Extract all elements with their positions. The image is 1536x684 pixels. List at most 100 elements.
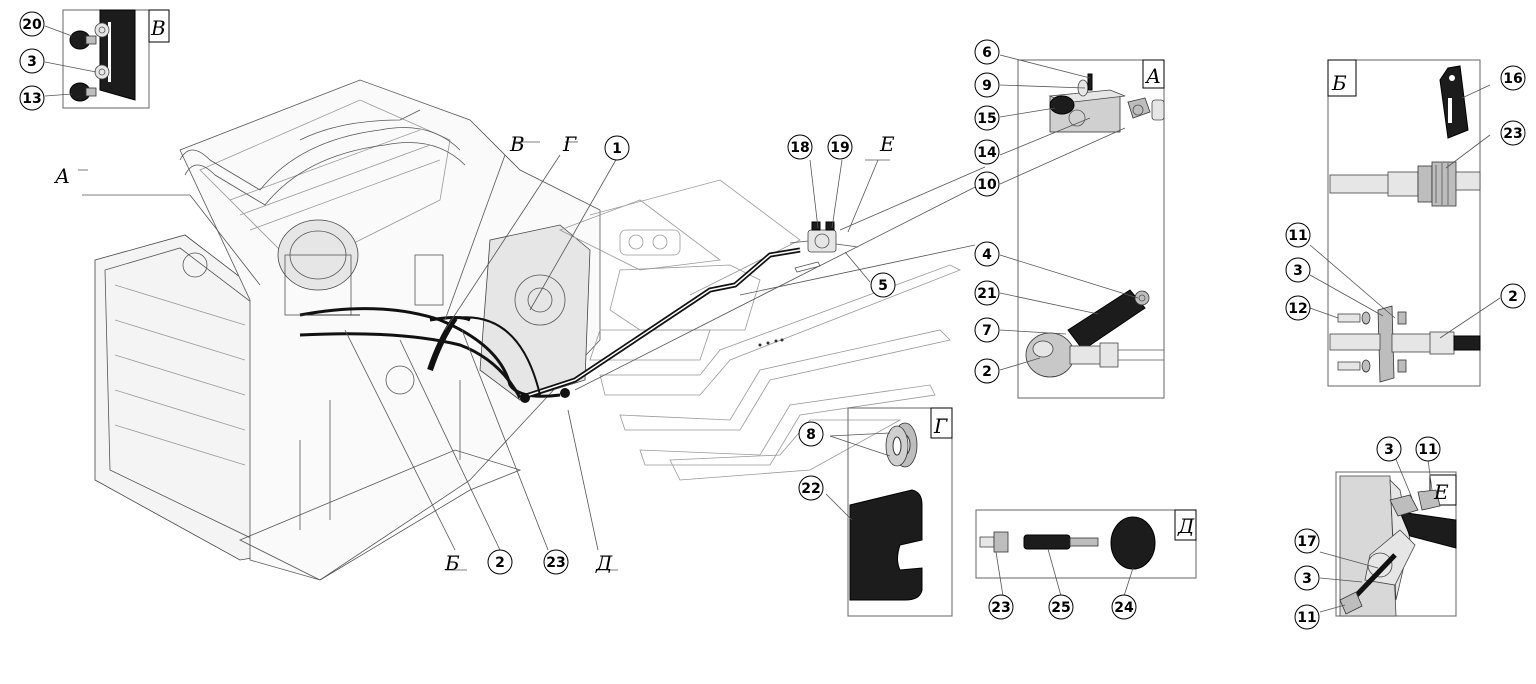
callout-inset-a-4: 10 [974, 171, 1000, 197]
callout-circle [974, 241, 1000, 267]
callout-number: 24 [1114, 600, 1134, 616]
callout-circle [19, 85, 45, 111]
callout-circle [974, 72, 1000, 98]
callout-circle [543, 549, 569, 575]
view-label-e-main: Е [879, 132, 895, 156]
callout-circle [974, 105, 1000, 131]
callout-number: 8 [806, 427, 816, 443]
callout-number: 25 [1051, 600, 1070, 616]
callout-inset-d-2: 24 [1111, 594, 1137, 620]
callout-inset-d-1: 25 [1048, 594, 1074, 620]
inset-a [999, 54, 1165, 399]
callout-inset-a-6: 21 [974, 280, 1000, 306]
inset-g [825, 407, 953, 617]
callout-number: 11 [1288, 228, 1307, 244]
callout-number: 2 [495, 555, 505, 571]
valve-assembly [789, 221, 859, 273]
callout-circle [798, 475, 824, 501]
callout-inset-e-0: 3 [1376, 436, 1402, 462]
callout-circle [787, 134, 813, 160]
callout-inset-v-2: 13 [19, 85, 45, 111]
view-label-v-inset: В [150, 16, 166, 40]
callout-inset-b-1: 23 [1500, 120, 1526, 146]
callout-valve-2: 5 [870, 272, 896, 298]
callout-number: 5 [878, 278, 888, 294]
callout-inset-b-0: 16 [1500, 65, 1526, 91]
callout-inset-v-0: 20 [19, 11, 45, 37]
callout-number: 16 [1503, 71, 1522, 87]
callout-circle [1285, 295, 1311, 321]
callout-circle [974, 358, 1000, 384]
callout-number: 12 [1288, 301, 1307, 317]
callout-circle [974, 139, 1000, 165]
callout-circle [1500, 120, 1526, 146]
callout-number: 22 [801, 481, 820, 497]
view-label-b-main: Б [444, 551, 460, 575]
callout-inset-a-5: 4 [974, 241, 1000, 267]
callout-circle [604, 135, 630, 161]
view-label-v-main: В [509, 132, 525, 156]
callout-main-0: 1 [604, 135, 630, 161]
callout-inset-b-2: 11 [1285, 222, 1311, 248]
inset-d [975, 509, 1197, 597]
callout-number: 11 [1297, 610, 1316, 626]
view-label-d-inset: Д [1177, 514, 1195, 538]
callout-inset-a-3: 14 [974, 139, 1000, 165]
view-label-a-inset: А [1144, 64, 1161, 88]
callout-circle [1048, 594, 1074, 620]
view-label-g-inset: Г [933, 414, 948, 438]
view-label-b-inset: Б [1331, 71, 1347, 95]
callout-number: 7 [982, 323, 992, 339]
callout-number: 21 [977, 286, 996, 302]
callout-inset-b-3: 3 [1285, 257, 1311, 283]
leader-lines [78, 141, 986, 571]
callout-circle [1376, 436, 1402, 462]
callout-circle [974, 317, 1000, 343]
callout-number: 1 [612, 141, 622, 157]
callout-inset-d-0: 23 [988, 594, 1014, 620]
callout-number: 15 [977, 111, 996, 127]
callout-circle [1415, 436, 1441, 462]
callout-circle [1285, 222, 1311, 248]
callout-number: 23 [991, 600, 1010, 616]
callout-inset-g-1: 22 [798, 475, 824, 501]
view-label-d-main: Д [595, 551, 613, 575]
callout-number: 3 [1384, 442, 1394, 458]
view-label-a-main: А [53, 164, 70, 188]
callout-inset-b-5: 2 [1500, 283, 1526, 309]
view-letters: А В Г Е Б Д В А Б Г Д Е [53, 16, 1449, 575]
callout-number: 6 [982, 45, 992, 61]
callout-number: 9 [982, 78, 992, 94]
callout-circle [1294, 565, 1320, 591]
callout-circle [988, 594, 1014, 620]
callout-circle [1285, 257, 1311, 283]
callout-circle [798, 421, 824, 447]
callout-number: 19 [830, 140, 849, 156]
callout-number: 2 [982, 364, 992, 380]
callout-inset-a-8: 2 [974, 358, 1000, 384]
callout-inset-a-0: 6 [974, 39, 1000, 65]
callout-inset-v-1: 3 [19, 48, 45, 74]
callout-circle [19, 11, 45, 37]
callout-number: 17 [1297, 534, 1316, 550]
callout-circle [1294, 604, 1320, 630]
callout-number: 14 [977, 145, 997, 161]
callout-valve-1: 19 [827, 134, 853, 160]
callout-main-1: 2 [487, 549, 513, 575]
callout-number: 10 [977, 177, 997, 193]
callout-inset-g-0: 8 [798, 421, 824, 447]
callout-inset-b-4: 12 [1285, 295, 1311, 321]
callout-inset-a-2: 15 [974, 105, 1000, 131]
callout-inset-e-3: 3 [1294, 565, 1320, 591]
engine-assembly [94, 79, 601, 581]
callout-number: 3 [27, 54, 37, 70]
callout-circle [1294, 528, 1320, 554]
frame-outline [559, 179, 961, 481]
inset-e [1319, 456, 1457, 617]
callout-number: 4 [982, 247, 992, 263]
callout-inset-a-7: 7 [974, 317, 1000, 343]
callout-inset-e-1: 11 [1415, 436, 1441, 462]
callout-number: 11 [1418, 442, 1437, 458]
